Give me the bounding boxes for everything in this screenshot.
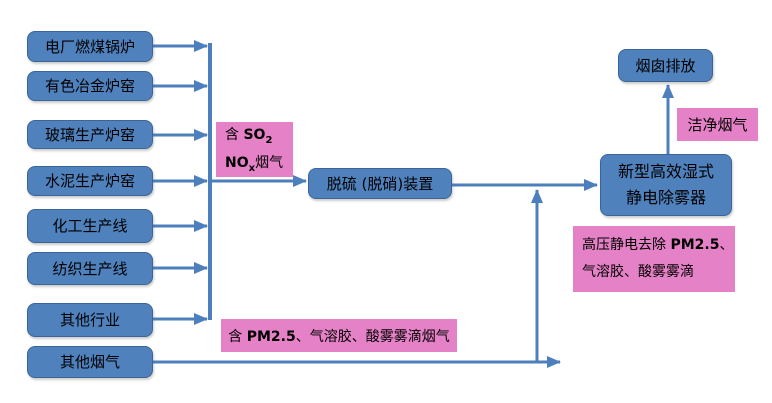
source-label: 水泥生产炉窑: [44, 172, 135, 190]
label-so2-nox-flue-gas: 含 SO2 NOx烟气: [216, 122, 293, 177]
stack-label: 烟囱排放: [635, 56, 696, 75]
label-so2-line: 含 SO2: [225, 126, 273, 146]
source-box-glass-furnace: 玻璃生产炉窑: [27, 120, 153, 149]
label-pm25-text: 含 PM2.5、气溶胶、酸雾雾滴烟气: [228, 328, 450, 345]
process-box-wet-electrostatic-precipitator: 新型高效湿式 静电除雾器: [600, 154, 732, 216]
process-label: 脱硫 (脱硝)装置: [326, 174, 434, 193]
source-label: 其他烟气: [59, 353, 120, 371]
label-pm25-aerosol-flue-gas: 含 PM2.5、气溶胶、酸雾雾滴烟气: [221, 319, 457, 352]
label-clean-flue-gas: 洁净烟气: [677, 108, 758, 141]
label-clean-text: 洁净烟气: [687, 116, 748, 134]
label-hv-electrostatic-removal: 高压静电去除 PM2.5、 气溶胶、酸雾雾滴: [573, 226, 735, 292]
source-box-textile-line: 纺织生产线: [27, 252, 153, 285]
source-box-power-plant-boiler: 电厂燃煤锅炉: [27, 31, 153, 62]
label-hv-line2: 气溶胶、酸雾雾滴: [582, 264, 694, 280]
source-label: 纺织生产线: [52, 259, 128, 278]
source-box-nonferrous-furnace: 有色冶金炉窑: [27, 71, 153, 101]
source-label: 电厂燃煤锅炉: [44, 37, 135, 56]
source-label: 有色冶金炉窑: [44, 77, 135, 95]
source-box-cement-furnace: 水泥生产炉窑: [27, 166, 153, 196]
source-label: 其他行业: [59, 311, 120, 329]
source-label: 玻璃生产炉窑: [44, 125, 135, 144]
source-label: 化工生产线: [52, 217, 128, 235]
precipitator-label-line2: 静电除雾器: [625, 188, 706, 207]
precipitator-label-line1: 新型高效湿式: [617, 162, 714, 182]
process-box-desulfurization: 脱硫 (脱硝)装置: [308, 168, 452, 199]
label-nox-line: NOx烟气: [225, 154, 284, 174]
output-box-stack-emission: 烟囱排放: [618, 49, 713, 82]
source-box-other-industries: 其他行业: [27, 303, 153, 337]
source-box-chemical-line: 化工生产线: [27, 209, 153, 243]
label-hv-line1: 高压静电去除 PM2.5、: [582, 237, 734, 254]
source-box-other-flue-gas: 其他烟气: [27, 346, 153, 378]
